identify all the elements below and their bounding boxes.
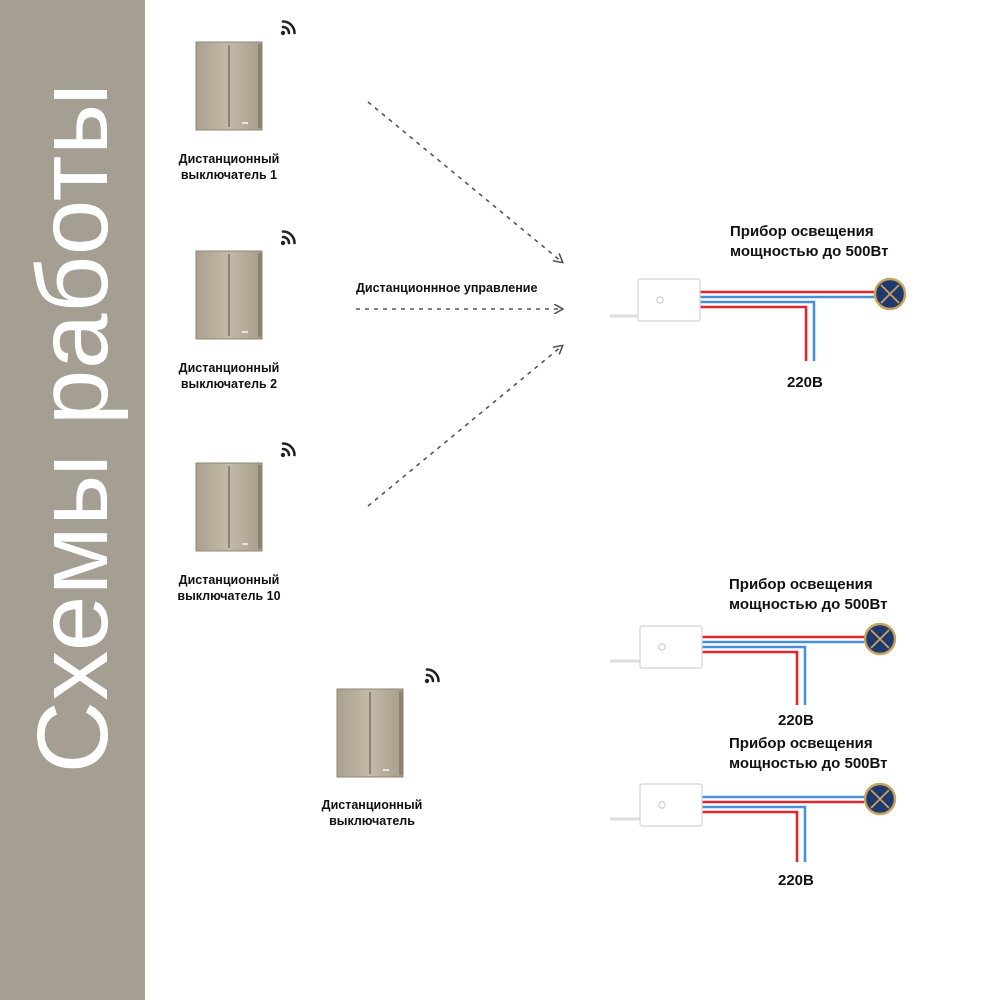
wifi-icon <box>279 442 296 459</box>
switch-single-label-line2: выключатель <box>329 814 415 828</box>
arrow-3 <box>367 346 562 507</box>
lamp-3-label-line2: мощностью до 500Вт <box>729 755 888 772</box>
lamp-1-label-line2: мощностью до 500Вт <box>730 243 889 260</box>
wifi-icon <box>279 230 296 247</box>
switch-1-label-line2: выключатель 1 <box>180 168 278 182</box>
circuit-2 <box>610 622 897 705</box>
relay-module <box>637 278 701 322</box>
switch-2-label-line2: выключатель 2 <box>180 377 278 391</box>
switch-10-label: Дистанционный выключатель 10 <box>164 572 294 604</box>
switch-10-label-line1: Дистанционный <box>178 573 280 587</box>
wire-blue <box>702 805 807 862</box>
voltage-label-1: 220В <box>787 374 823 391</box>
wifi-icon <box>279 20 296 37</box>
lamp-2-label: Прибор освещения мощностью до 500Вт <box>729 575 888 615</box>
sidebar: Схемы работы <box>0 0 145 1000</box>
lamp-2-label-line1: Прибор освещения <box>729 576 873 593</box>
wire-blue <box>702 645 807 705</box>
remote-control-arrows <box>356 101 562 507</box>
remote-switch-1 <box>195 41 263 131</box>
wire-red <box>702 650 799 705</box>
switch-single-label-line1: Дистанционный <box>321 798 423 812</box>
lamp-icon <box>863 782 897 816</box>
voltage-label-2: 220В <box>778 712 814 729</box>
lamp-3-label-line1: Прибор освещения <box>729 735 873 752</box>
relay-module <box>639 625 703 669</box>
switch-1-label: Дистанционный выключатель 1 <box>164 151 294 183</box>
lamp-2-label-line2: мощностью до 500Вт <box>729 596 888 613</box>
lamp-icon <box>873 277 907 311</box>
remote-switch-10 <box>195 462 263 552</box>
wire-blue <box>700 300 816 361</box>
relay-module <box>639 783 703 827</box>
switch-1-label-line1: Дистанционный <box>178 152 280 166</box>
lamp-3-label: Прибор освещения мощностью до 500Вт <box>729 734 888 774</box>
switch-10-label-line2: выключатель 10 <box>177 589 281 603</box>
lamp-1-label: Прибор освещения мощностью до 500Вт <box>730 222 889 262</box>
remote-switch-single <box>336 688 404 778</box>
arrow-1 <box>367 101 562 262</box>
wifi-icon <box>423 668 440 685</box>
circuit-3 <box>610 782 897 862</box>
circuit-1 <box>610 277 907 361</box>
voltage-label-3: 220В <box>778 872 814 889</box>
switch-2-label-line1: Дистанционный <box>178 361 280 375</box>
lamp-1-label-line1: Прибор освещения <box>730 223 874 240</box>
lamp-icon <box>863 622 897 656</box>
remote-switch-2 <box>195 250 263 340</box>
switch-2-label: Дистанционный выключатель 2 <box>164 360 294 392</box>
wire-red <box>702 810 799 862</box>
remote-control-label: Дистанционнное управление <box>356 281 538 295</box>
switch-single-label: Дистанционный выключатель <box>307 797 437 829</box>
wire-red <box>700 305 808 361</box>
